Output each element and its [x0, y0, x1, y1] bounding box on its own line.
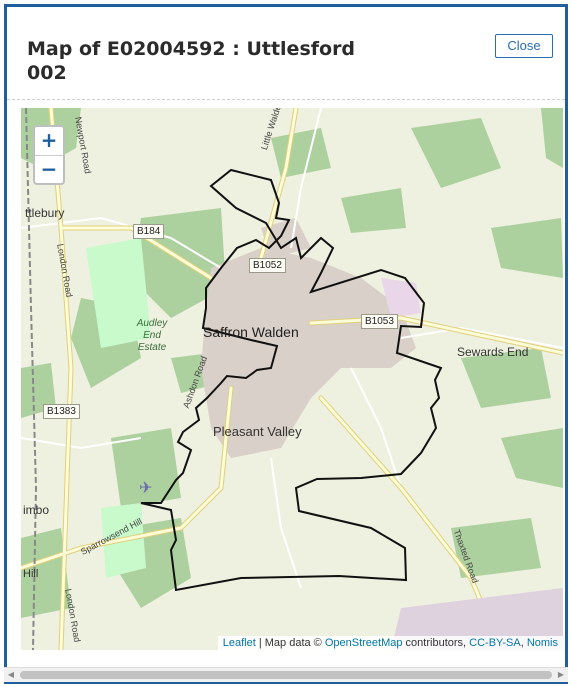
zoom-out-button[interactable]: − — [40, 157, 58, 181]
place-saffron-walden: Saffron Walden — [203, 324, 299, 340]
place-wimbo: imbo — [23, 503, 50, 517]
attribution-text-3: , — [520, 637, 527, 649]
place-sewards-end: Sewards End — [457, 345, 529, 359]
road-label-b1383: B1383 — [43, 404, 80, 419]
close-button[interactable]: Close — [495, 34, 553, 58]
place-audley-end: Audley End Estate — [136, 318, 168, 353]
place-pleasant-valley: Pleasant Valley — [213, 424, 302, 439]
railway-line — [25, 108, 38, 650]
map-tiles: ✈ — [21, 108, 563, 650]
place-hill: Hill — [23, 568, 39, 580]
airport-area — [391, 588, 563, 650]
attribution-text-1: | Map data © — [255, 637, 325, 649]
zoom-control: + − — [33, 125, 65, 185]
modal-header: Map of E02004592 : Uttlesford 002 Close — [7, 7, 565, 100]
modal-title: Map of E02004592 : Uttlesford 002 — [27, 38, 356, 84]
road-label-b1053: B1053 — [361, 314, 398, 329]
horizontal-scrollbar[interactable]: ◀ ▶ — [4, 667, 568, 682]
map-attribution: Leaflet | Map data © OpenStreetMap contr… — [217, 636, 563, 650]
road-label-b184: B184 — [133, 224, 165, 239]
osm-link[interactable]: OpenStreetMap — [324, 637, 403, 649]
scroll-left-icon[interactable]: ◀ — [7, 670, 15, 679]
industrial-area — [381, 278, 421, 318]
map-view[interactable]: ✈ Saffron Walden Pleasant Valley Sewards… — [21, 108, 563, 650]
attribution-text-2: contributors, — [402, 637, 470, 649]
zoom-in-button[interactable]: + — [35, 127, 63, 156]
boundary-polygon — [140, 168, 443, 592]
scrollbar-thumb[interactable] — [20, 671, 552, 679]
scroll-right-icon[interactable]: ▶ — [557, 670, 565, 679]
place-littlebury: ttlebury — [25, 206, 65, 220]
road-label-b1052: B1052 — [249, 258, 286, 273]
aerodrome-icon: ✈ — [139, 478, 152, 497]
license-link[interactable]: CC-BY-SA — [469, 637, 521, 649]
leaflet-link[interactable]: Leaflet — [222, 637, 256, 649]
nomis-link[interactable]: Nomis — [526, 637, 558, 649]
